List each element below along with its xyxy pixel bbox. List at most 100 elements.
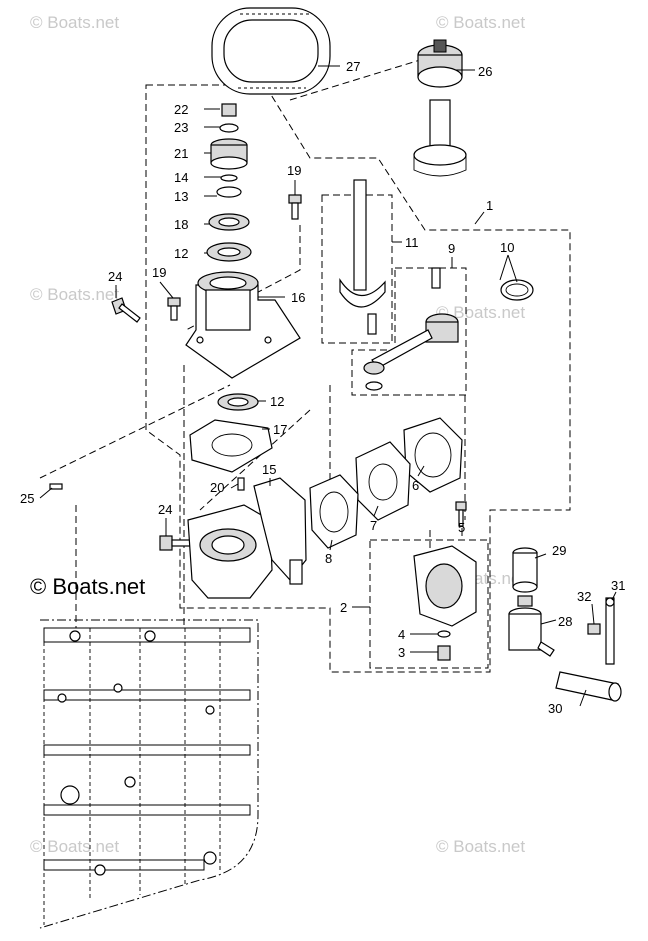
gear-21-bottom bbox=[210, 156, 248, 170]
bolt-5-head bbox=[455, 501, 467, 511]
ring-14 bbox=[220, 174, 238, 182]
pulley-nut bbox=[433, 39, 447, 53]
washer-23 bbox=[219, 123, 239, 133]
housing-stud bbox=[289, 559, 303, 585]
callout-21: 21 bbox=[174, 146, 188, 161]
filter-28-body bbox=[508, 613, 542, 651]
callout-3: 3 bbox=[398, 645, 405, 660]
callout-12-lower: 12 bbox=[270, 394, 284, 409]
callout-25: 25 bbox=[20, 491, 34, 506]
callout-22: 22 bbox=[174, 102, 188, 117]
callout-30: 30 bbox=[548, 701, 562, 716]
leader-19b bbox=[159, 281, 174, 299]
lower-bearing-gasket bbox=[189, 393, 273, 473]
clip-31 bbox=[605, 597, 615, 665]
bracket-top-inner bbox=[209, 276, 247, 290]
callout-labels: 27 26 22 23 21 14 13 18 12 19 19 24 16 1… bbox=[20, 59, 625, 716]
watermark-bottom-left: © Boats.net bbox=[30, 837, 119, 856]
block-webs bbox=[43, 628, 221, 925]
pulley-assembly bbox=[413, 39, 467, 177]
housing-dash-a bbox=[199, 409, 311, 511]
watermark-bottom-right: © Boats.net bbox=[436, 837, 525, 856]
callout-24-upper: 24 bbox=[108, 269, 122, 284]
callout-26: 26 bbox=[478, 64, 492, 79]
watermark-mid-right: © Boats.net bbox=[436, 303, 525, 322]
callout-28: 28 bbox=[558, 614, 572, 629]
bracket-hole-b bbox=[264, 336, 272, 344]
collar-13 bbox=[216, 186, 242, 198]
plug-3 bbox=[437, 645, 451, 661]
belt-outline-link bbox=[289, 59, 421, 101]
callout-14: 14 bbox=[174, 170, 188, 185]
shaft-crank bbox=[339, 278, 386, 308]
seal-18-bore bbox=[218, 217, 240, 227]
callout-8: 8 bbox=[325, 551, 332, 566]
bolt-24-upper-shank bbox=[118, 303, 141, 323]
callout-12-upper: 12 bbox=[174, 246, 188, 261]
callout-27: 27 bbox=[346, 59, 360, 74]
housing-15 bbox=[187, 477, 307, 599]
bolt-24-lower-shank bbox=[171, 539, 191, 547]
assembly-1-outline bbox=[145, 84, 571, 673]
plates bbox=[309, 417, 463, 549]
watermark-mid-left: © Boats.net bbox=[30, 285, 119, 304]
watermark-top-right: © Boats.net bbox=[436, 13, 525, 32]
leader-6 bbox=[417, 465, 425, 477]
shaft-11 bbox=[339, 179, 386, 335]
gasket-17 bbox=[189, 419, 273, 473]
callout-6: 6 bbox=[412, 478, 419, 493]
bracket-sleeve bbox=[205, 289, 251, 331]
callout-17: 17 bbox=[273, 422, 287, 437]
callout-1: 1 bbox=[486, 198, 493, 213]
housing-bore-inner bbox=[211, 535, 245, 555]
leader-28 bbox=[540, 619, 557, 625]
block-boss-4 bbox=[113, 683, 123, 693]
driven-shaft-base bbox=[413, 144, 467, 166]
callout-7: 7 bbox=[370, 518, 377, 533]
pulley-bottom bbox=[417, 66, 463, 88]
callout-19-right: 19 bbox=[287, 163, 301, 178]
sleeve-29-body bbox=[512, 552, 538, 588]
pump-group bbox=[413, 501, 477, 661]
block-rail-5 bbox=[43, 859, 205, 871]
belt-teeth bbox=[238, 13, 310, 89]
gasket-8 bbox=[309, 474, 359, 549]
dowel-25-dash bbox=[39, 384, 231, 479]
watermark-top-left: © Boats.net bbox=[30, 13, 119, 32]
callout-32: 32 bbox=[577, 589, 591, 604]
block-boss-2 bbox=[144, 630, 156, 642]
bolt-19-left-shank bbox=[170, 305, 178, 321]
bolt-24-lower-head bbox=[159, 535, 173, 551]
bolts bbox=[49, 194, 302, 551]
leader-7 bbox=[373, 505, 379, 517]
hose-30 bbox=[555, 671, 619, 701]
callout-15: 15 bbox=[262, 462, 276, 477]
bolt-19-dash bbox=[185, 225, 301, 331]
bolt-32 bbox=[587, 623, 601, 635]
leader-25 bbox=[39, 487, 53, 499]
leader-31 bbox=[611, 591, 617, 601]
dowel-20 bbox=[237, 477, 245, 491]
piston-ring-10-a bbox=[500, 279, 534, 301]
leader-8 bbox=[329, 539, 333, 551]
bolt-19-left-head bbox=[167, 297, 181, 307]
block-boss-6 bbox=[60, 785, 80, 805]
bolt-19-right-shank bbox=[291, 202, 299, 220]
plate-7 bbox=[355, 441, 411, 521]
callout-23: 23 bbox=[174, 120, 188, 135]
callout-19-left: 19 bbox=[152, 265, 166, 280]
callout-24-lower: 24 bbox=[158, 502, 172, 517]
block-boss-9 bbox=[94, 864, 106, 876]
shaft-pin bbox=[367, 313, 377, 335]
engine-block bbox=[39, 619, 259, 929]
gasket-8-hole bbox=[319, 491, 349, 533]
block-boss-5 bbox=[205, 705, 215, 715]
bolt-5-shank bbox=[458, 509, 464, 527]
leader-lines bbox=[39, 65, 617, 707]
callout-20: 20 bbox=[210, 480, 224, 495]
nut-22 bbox=[221, 103, 237, 117]
dowel-25 bbox=[49, 483, 63, 490]
sleeve-29-bottom bbox=[512, 581, 538, 593]
